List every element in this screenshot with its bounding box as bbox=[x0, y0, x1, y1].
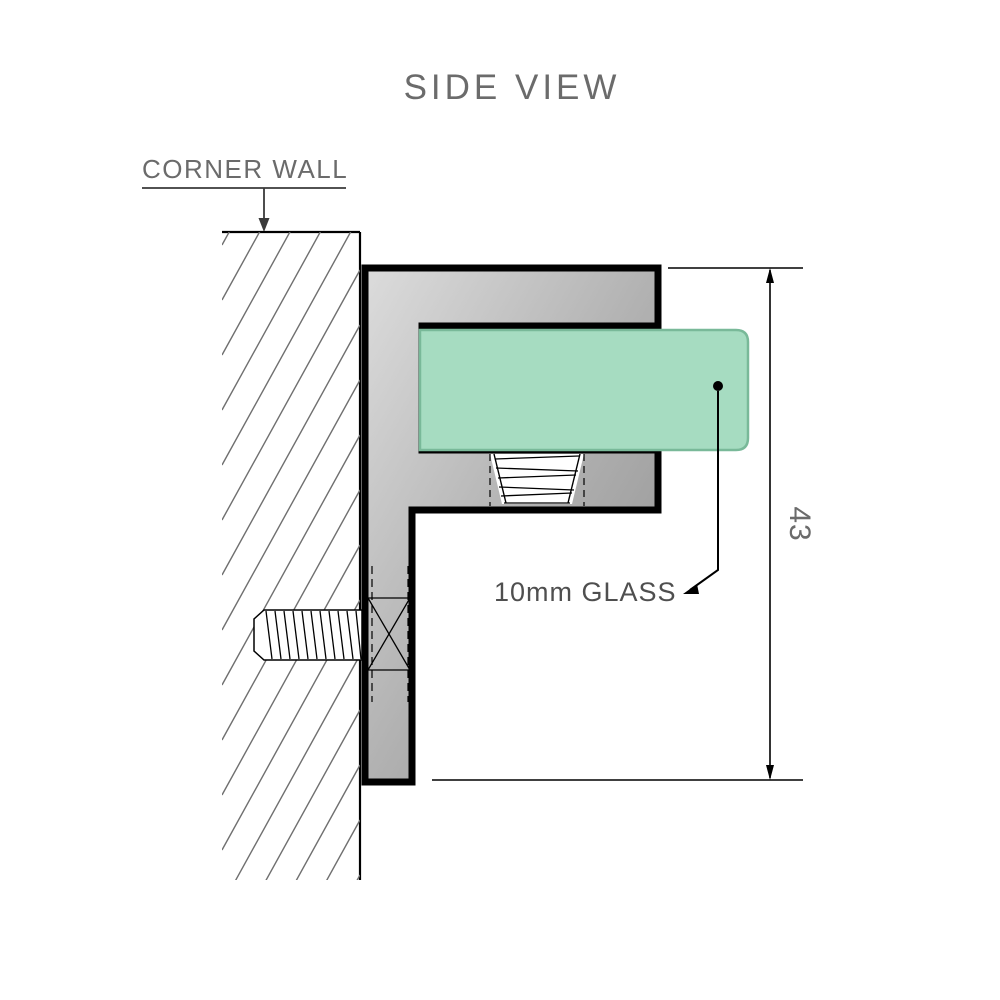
corner-wall-label: CORNER WALL bbox=[142, 154, 348, 184]
glass-panel bbox=[418, 328, 750, 452]
screw-shank bbox=[253, 609, 363, 661]
wall bbox=[222, 230, 362, 880]
screw-head-hidden bbox=[367, 566, 411, 702]
dimension-43: 43 bbox=[432, 267, 816, 781]
leader-dot-icon bbox=[713, 381, 723, 391]
page-title: SIDE VIEW bbox=[404, 68, 621, 107]
glass-leader-line bbox=[689, 391, 719, 591]
leader-arrow-icon bbox=[683, 584, 699, 594]
grub-screw-body bbox=[490, 454, 584, 504]
corner-wall-callout: CORNER WALL bbox=[142, 154, 348, 232]
dimension-arrow-down-icon bbox=[766, 765, 774, 780]
dimension-arrow-up-icon bbox=[766, 268, 774, 283]
dimension-value-label: 43 bbox=[783, 506, 816, 541]
wall-hatching bbox=[222, 232, 360, 880]
grub-screw bbox=[489, 453, 585, 506]
glass-callout: 10mm GLASS bbox=[494, 381, 723, 607]
screw-threads bbox=[265, 610, 362, 660]
glass-label: 10mm GLASS bbox=[494, 577, 677, 607]
mounting-screw bbox=[253, 566, 411, 702]
down-arrow-icon bbox=[258, 218, 270, 232]
